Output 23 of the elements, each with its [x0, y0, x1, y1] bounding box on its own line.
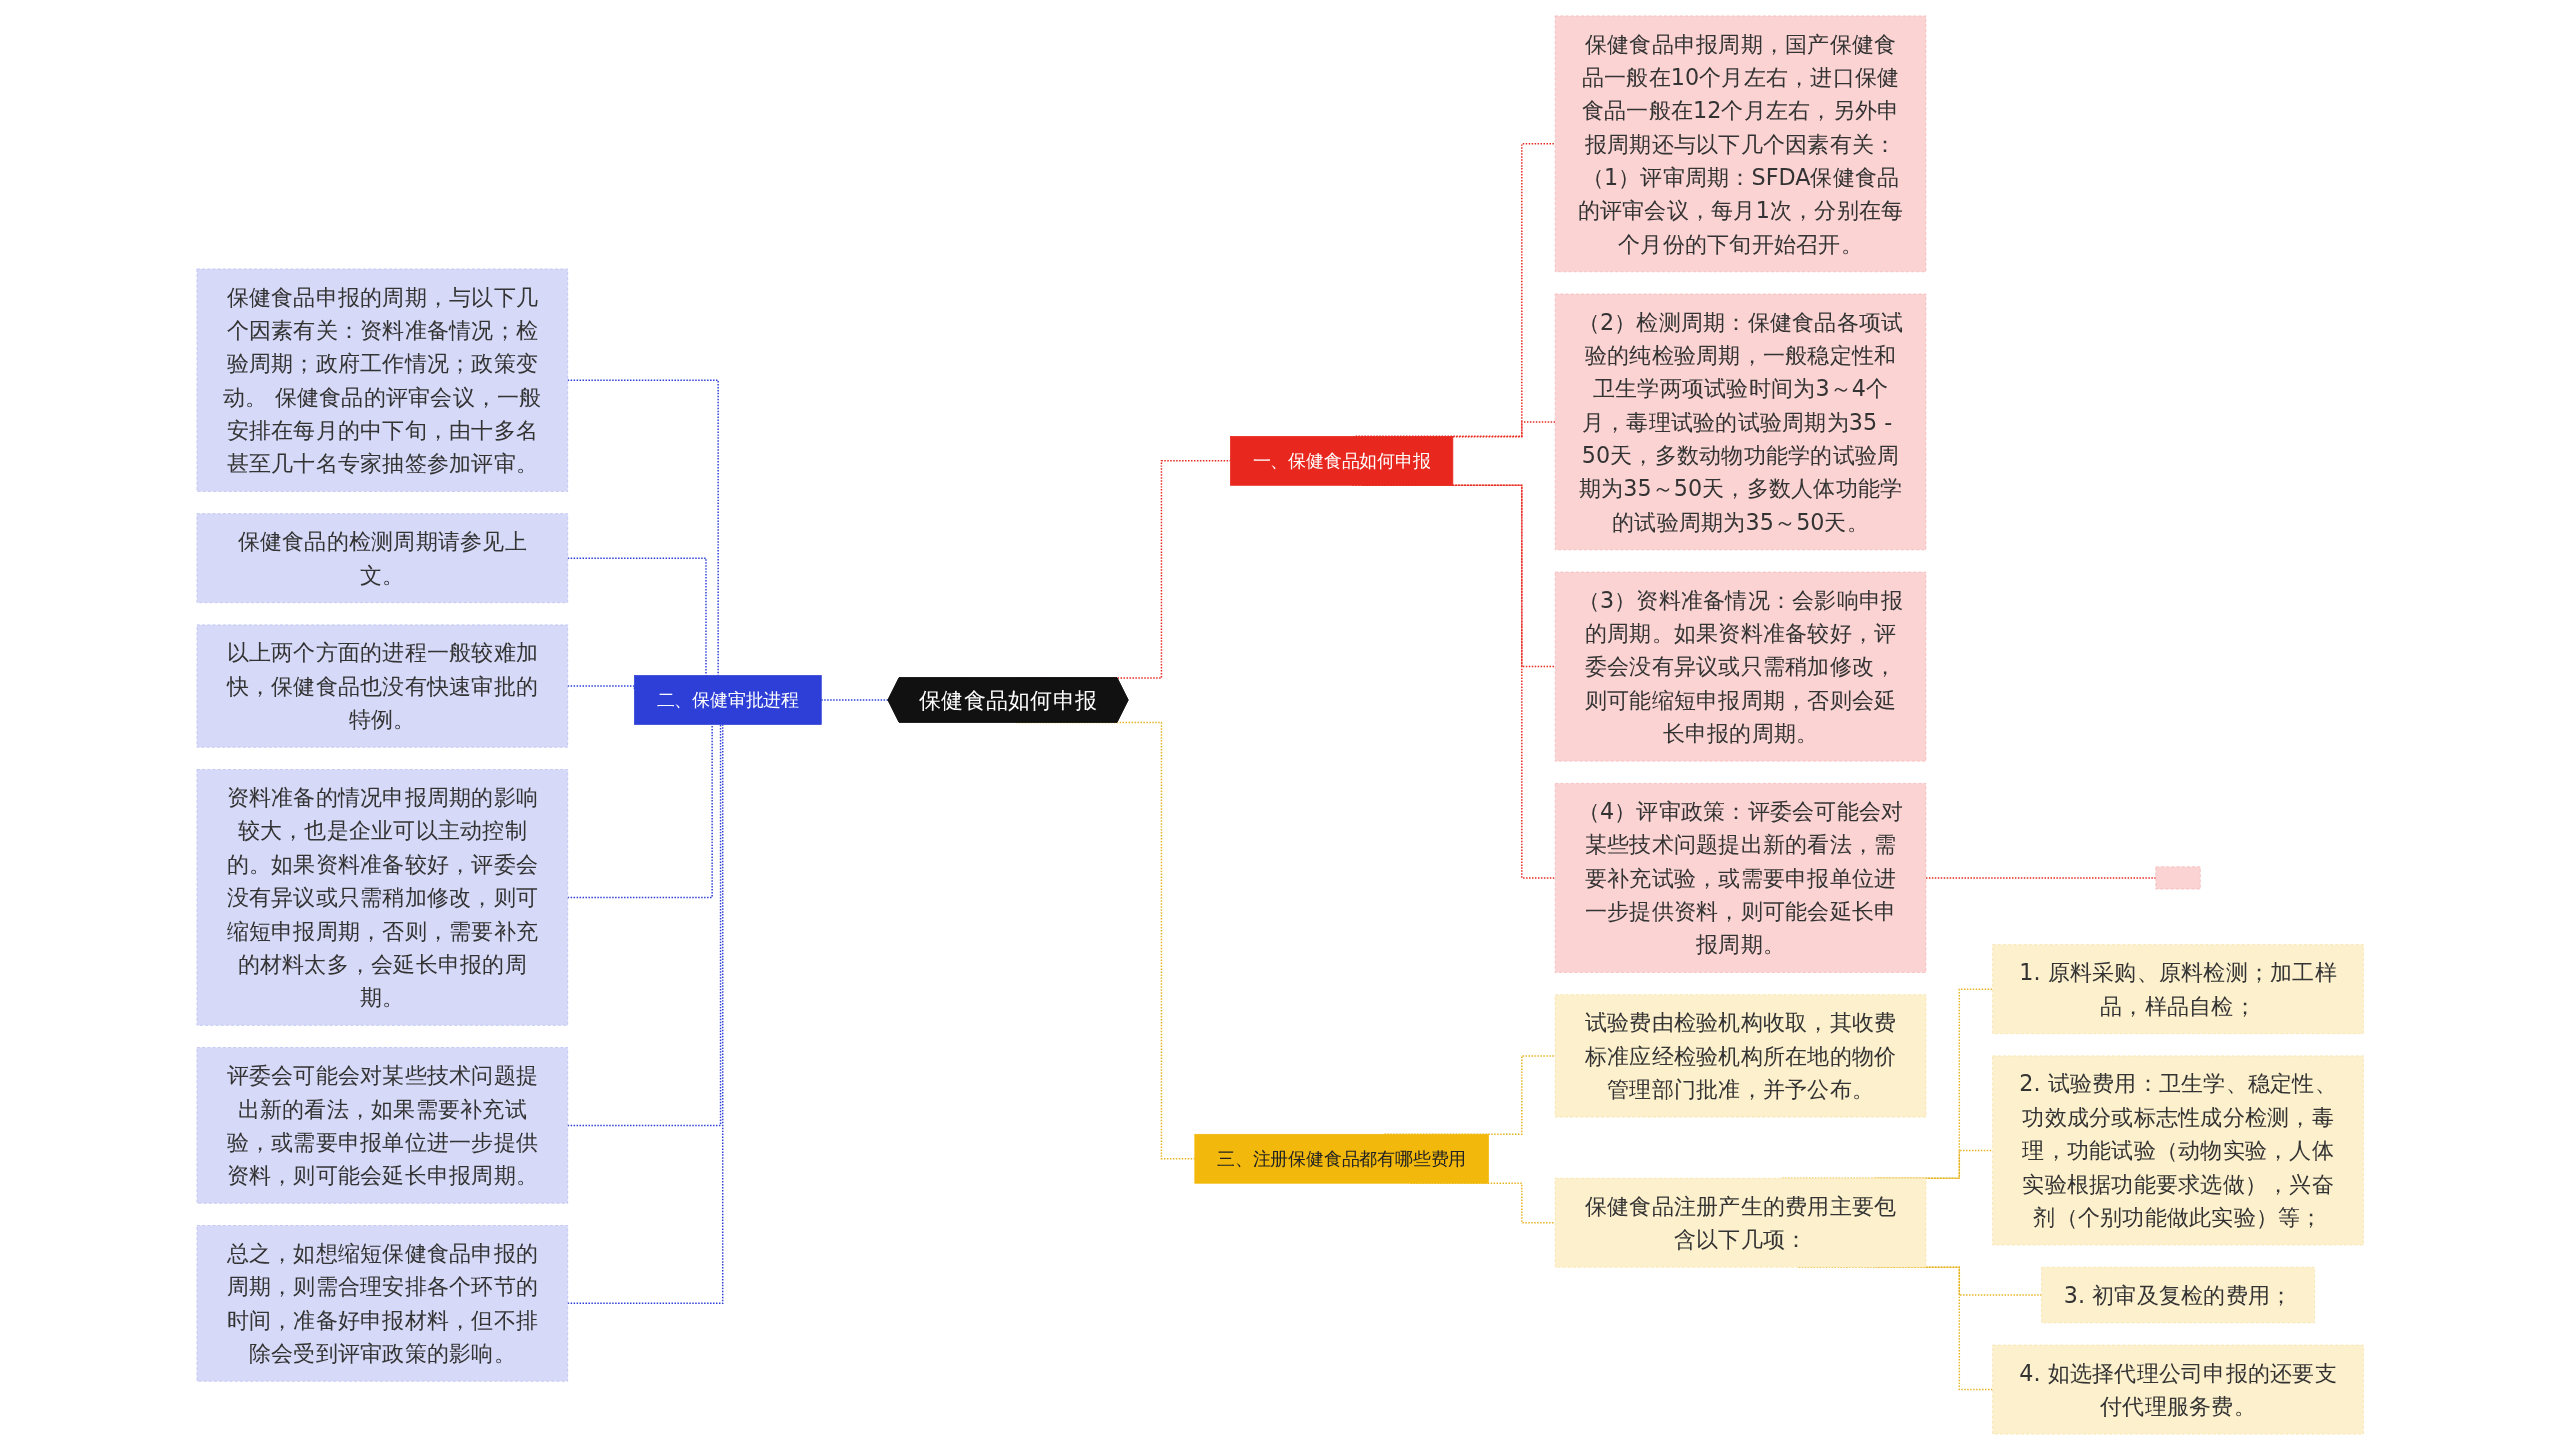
node-box: （2）检测周期：保健食品各项试验的纯检验周期，一般稳定性和卫生学两项试验时间为3～4个月，毒理试验的试验周期为35 - 50天，多数动物功能学的试验周期为35～50天，多数人体功能学的试验周期为35～50天。 [1554, 293, 1927, 551]
node-box: 资料准备的情况申报周期的影响较大，也是企业可以主动控制的。如果资料准备较好，评委会没有异议或只需稍加修改，则可缩短申报周期，否则，需要补充的材料太多，会延长申报的周期。 [196, 769, 568, 1026]
node-box: 保健食品的检测周期请参见上文。 [196, 513, 568, 603]
node-box: 保健食品申报的周期，与以下几个因素有关：资料准备情况；检验周期；政府工作情况；政策变动。 保健食品的评审会议，一般安排在每月的中下旬，由十多名甚至几十名专家抽签参加评审。 [196, 268, 568, 492]
node-box: 保健食品申报周期，国产保健食品一般在10个月左右，进口保健食品一般在12个月左右，另外申报周期还与以下几个因素有关：（1）评审周期：SFDA保健食品的评审会议，每月1次，分别在每个月份的下旬开始召开。 [1554, 15, 1927, 273]
node-box: 以上两个方面的进程一般较难加快，保健食品也没有快速审批的特例。 [196, 624, 568, 748]
node-box: 1. 原料采购、原料检测；加工样品，样品自检； [1992, 944, 2364, 1034]
node-box: 3. 初审及复检的费用； [2041, 1266, 2315, 1324]
node-box: 试验费由检验机构收取，其收费标准应经检验机构所在地的物价管理部门批准，并予公布。 [1554, 994, 1927, 1118]
node-box: 4. 如选择代理公司申报的还要支付代理服务费。 [1992, 1344, 2364, 1435]
node-box: 2. 试验费用：卫生学、稳定性、功效成分或标志性成分检测，毒理，功能试验（动物实验，人体实验根据功能要求选做），兴奋剂（个别功能做此实验）等； [1992, 1055, 2364, 1246]
node-box: 三、注册保健食品都有哪些费用 [1194, 1133, 1489, 1184]
connector [566, 723, 713, 899]
node-box: （3）资料准备情况：会影响申报的周期。如果资料准备较好，评委会没有异议或只需稍加修改，则可能缩短申报周期，否则会延长申报的周期。 [1554, 571, 1927, 762]
node-box: 评委会可能会对某些技术问题提出新的看法，如果需要补充试验，或需要申报单位进一步提供资料，则可能会延长申报周期。 [196, 1047, 568, 1204]
node-box: 一、保健食品如何申报 [1229, 436, 1454, 486]
node-box [2155, 866, 2201, 890]
node-box: （4）评审政策：评委会可能会对某些技术问题提出新的看法，需要补充试验，或需要申报单位进一步提供资料，则可能会延长申报周期。 [1554, 783, 1927, 973]
node-box: 保健食品注册产生的费用主要包含以下几项： [1554, 1177, 1927, 1268]
connector [566, 723, 724, 1305]
node-box: 二、保健审批进程 [633, 675, 822, 725]
node-box: 总之，如想缩短保健食品申报的周期，则需合理安排各个环节的时间，准备好申报材料，但不排除会受到评审政策的影响。 [196, 1225, 568, 1382]
connector [566, 723, 722, 1127]
